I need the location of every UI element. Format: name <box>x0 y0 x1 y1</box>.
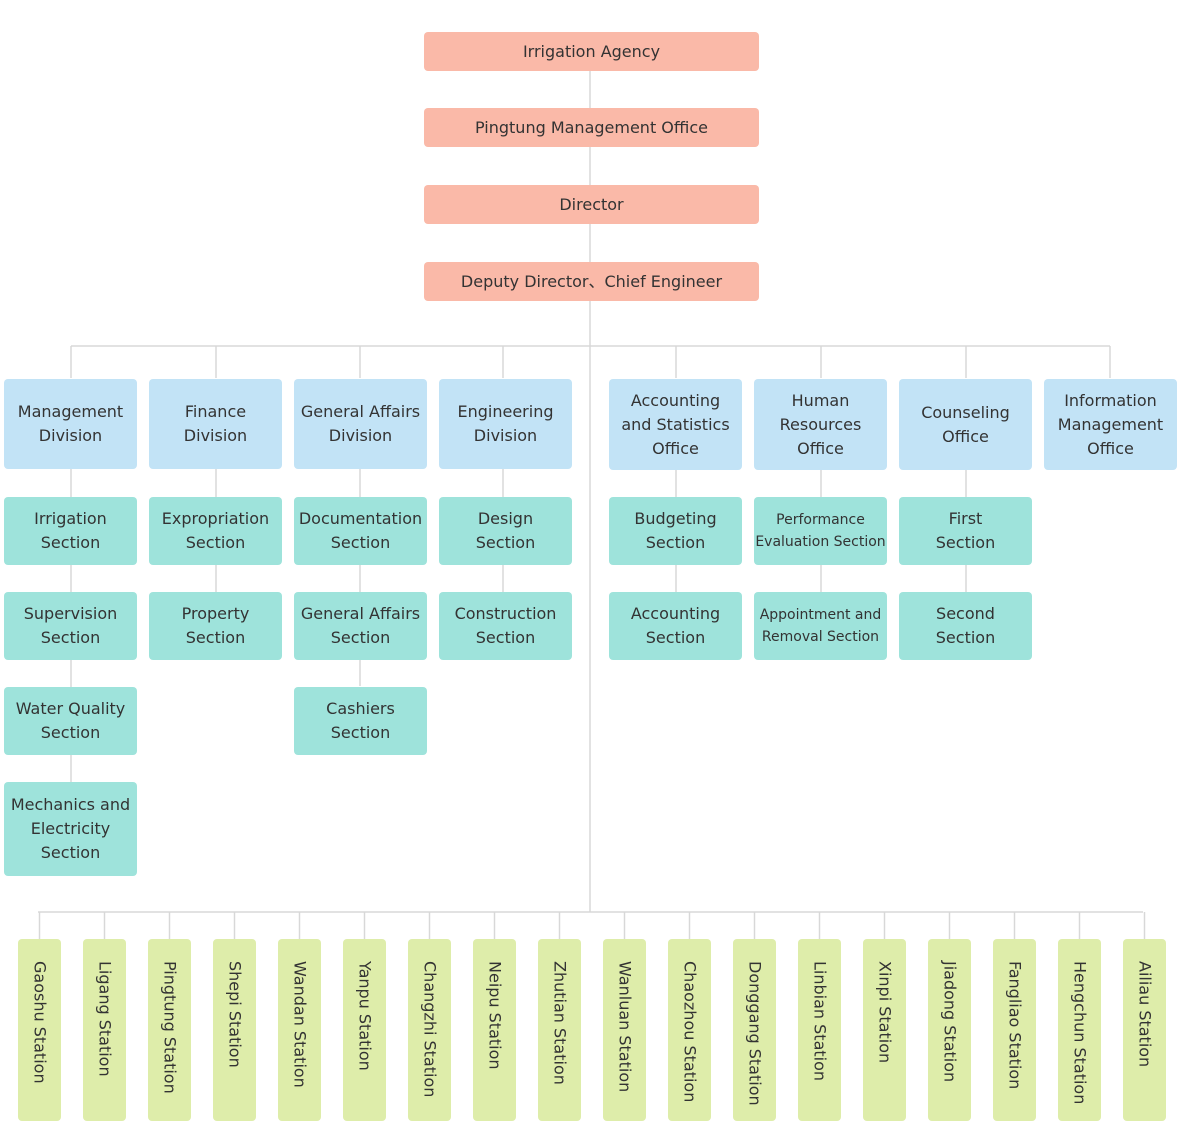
section-appointment-removal: Appointment and Removal Section <box>754 592 887 660</box>
division-finance: Finance Division <box>149 379 282 469</box>
section-label: Property Section <box>181 604 250 647</box>
section-label: Design Section <box>475 509 536 552</box>
section-documentation: Documentation Section <box>294 497 427 565</box>
station-label: Neipu Station <box>485 961 505 1070</box>
station-box: Xinpi Station <box>863 939 906 1121</box>
station-box: Yanpu Station <box>343 939 386 1121</box>
director-label: Director <box>559 194 624 214</box>
division-label: Finance Division <box>183 402 248 445</box>
section-budgeting: Budgeting Section <box>609 497 742 565</box>
station-label: Hengchun Station <box>1070 961 1090 1105</box>
station-label: Ailiau Station <box>1135 961 1155 1068</box>
division-label: Counseling Office <box>921 402 1010 446</box>
division-label: General Affairs Division <box>300 402 421 445</box>
section-irrigation: Irrigation Section <box>4 497 137 565</box>
section-supervision: Supervision Section <box>4 592 137 660</box>
station-label: Chaozhou Station <box>680 961 700 1103</box>
station-label: Donggang Station <box>745 961 765 1106</box>
section-general-affairs: General Affairs Section <box>294 592 427 660</box>
station-label: Linbian Station <box>810 961 830 1082</box>
section-label: First Section <box>935 509 996 552</box>
station-label: Yanpu Station <box>355 961 375 1071</box>
section-expropriation: Expropriation Section <box>149 497 282 565</box>
deputy-director-box: Deputy Director、Chief Engineer <box>424 262 759 301</box>
station-box: Ligang Station <box>83 939 126 1121</box>
station-box: Donggang Station <box>733 939 776 1121</box>
station-box: Fangliao Station <box>993 939 1036 1121</box>
section-label: Performance Evaluation Section <box>755 512 886 550</box>
station-label: Wandan Station <box>290 961 310 1088</box>
section-water-quality: Water Quality Section <box>4 687 137 755</box>
section-label: Documentation Section <box>298 509 423 552</box>
station-label: Zhutian Station <box>550 961 570 1085</box>
section-property: Property Section <box>149 592 282 660</box>
division-label: Management Division <box>17 402 124 445</box>
station-label: Xinpi Station <box>875 961 895 1064</box>
section-label: Construction Section <box>454 604 557 647</box>
division-label: Accounting and Statistics Office <box>621 390 730 458</box>
station-box: Linbian Station <box>798 939 841 1121</box>
section-label: Second Section <box>935 604 996 647</box>
section-mechanics-electricity: Mechanics and Electricity Section <box>4 782 137 876</box>
section-label: Cashiers Section <box>326 699 395 742</box>
division-management: Management Division <box>4 379 137 469</box>
division-label: Engineering Division <box>457 402 554 445</box>
station-label: Changzhi Station <box>420 961 440 1098</box>
irrigation-agency-box: Irrigation Agency <box>424 32 759 71</box>
section-performance-evaluation: Performance Evaluation Section <box>754 497 887 565</box>
section-accounting: Accounting Section <box>609 592 742 660</box>
deputy-director-label: Deputy Director、Chief Engineer <box>460 271 723 291</box>
station-box: Ailiau Station <box>1123 939 1166 1121</box>
station-box: Wandan Station <box>278 939 321 1121</box>
irrigation-agency-label: Irrigation Agency <box>522 41 661 61</box>
section-construction: Construction Section <box>439 592 572 660</box>
station-box: Neipu Station <box>473 939 516 1121</box>
director-box: Director <box>424 185 759 224</box>
station-box: Changzhi Station <box>408 939 451 1121</box>
office-counseling: Counseling Office <box>899 379 1032 470</box>
section-design: Design Section <box>439 497 572 565</box>
station-box: Wanluan Station <box>603 939 646 1121</box>
station-label: Fangliao Station <box>1005 961 1025 1090</box>
management-office-box: Pingtung Management Office <box>424 108 759 147</box>
section-label: Supervision Section <box>23 604 118 647</box>
station-box: Jiadong Station <box>928 939 971 1121</box>
section-label: Appointment and Removal Section <box>759 607 882 645</box>
section-label: Budgeting Section <box>634 509 717 552</box>
station-box: Gaoshu Station <box>18 939 61 1121</box>
station-label: Jiadong Station <box>940 961 960 1083</box>
station-box: Shepi Station <box>213 939 256 1121</box>
division-engineering: Engineering Division <box>439 379 572 469</box>
division-label: Human Resources Office <box>779 390 862 458</box>
section-label: Water Quality Section <box>15 699 126 742</box>
station-label: Shepi Station <box>225 961 245 1068</box>
station-box: Chaozhou Station <box>668 939 711 1121</box>
section-label: Mechanics and Electricity Section <box>10 795 131 862</box>
division-label: Information Management Office <box>1057 390 1164 458</box>
section-label: General Affairs Section <box>300 604 421 647</box>
station-label: Ligang Station <box>95 961 115 1077</box>
station-label: Wanluan Station <box>615 961 635 1093</box>
section-label: Accounting Section <box>630 604 721 647</box>
station-box: Pingtung Station <box>148 939 191 1121</box>
station-label: Gaoshu Station <box>30 961 50 1084</box>
section-cashiers: Cashiers Section <box>294 687 427 755</box>
division-general-affairs: General Affairs Division <box>294 379 427 469</box>
station-label: Pingtung Station <box>160 961 180 1094</box>
station-box: Hengchun Station <box>1058 939 1101 1121</box>
office-human-resources: Human Resources Office <box>754 379 887 470</box>
office-information-management: Information Management Office <box>1044 379 1177 470</box>
office-accounting-statistics: Accounting and Statistics Office <box>609 379 742 470</box>
section-first: First Section <box>899 497 1032 565</box>
section-label: Irrigation Section <box>34 509 107 552</box>
management-office-label: Pingtung Management Office <box>474 117 709 137</box>
section-second: Second Section <box>899 592 1032 660</box>
section-label: Expropriation Section <box>161 509 270 552</box>
station-box: Zhutian Station <box>538 939 581 1121</box>
